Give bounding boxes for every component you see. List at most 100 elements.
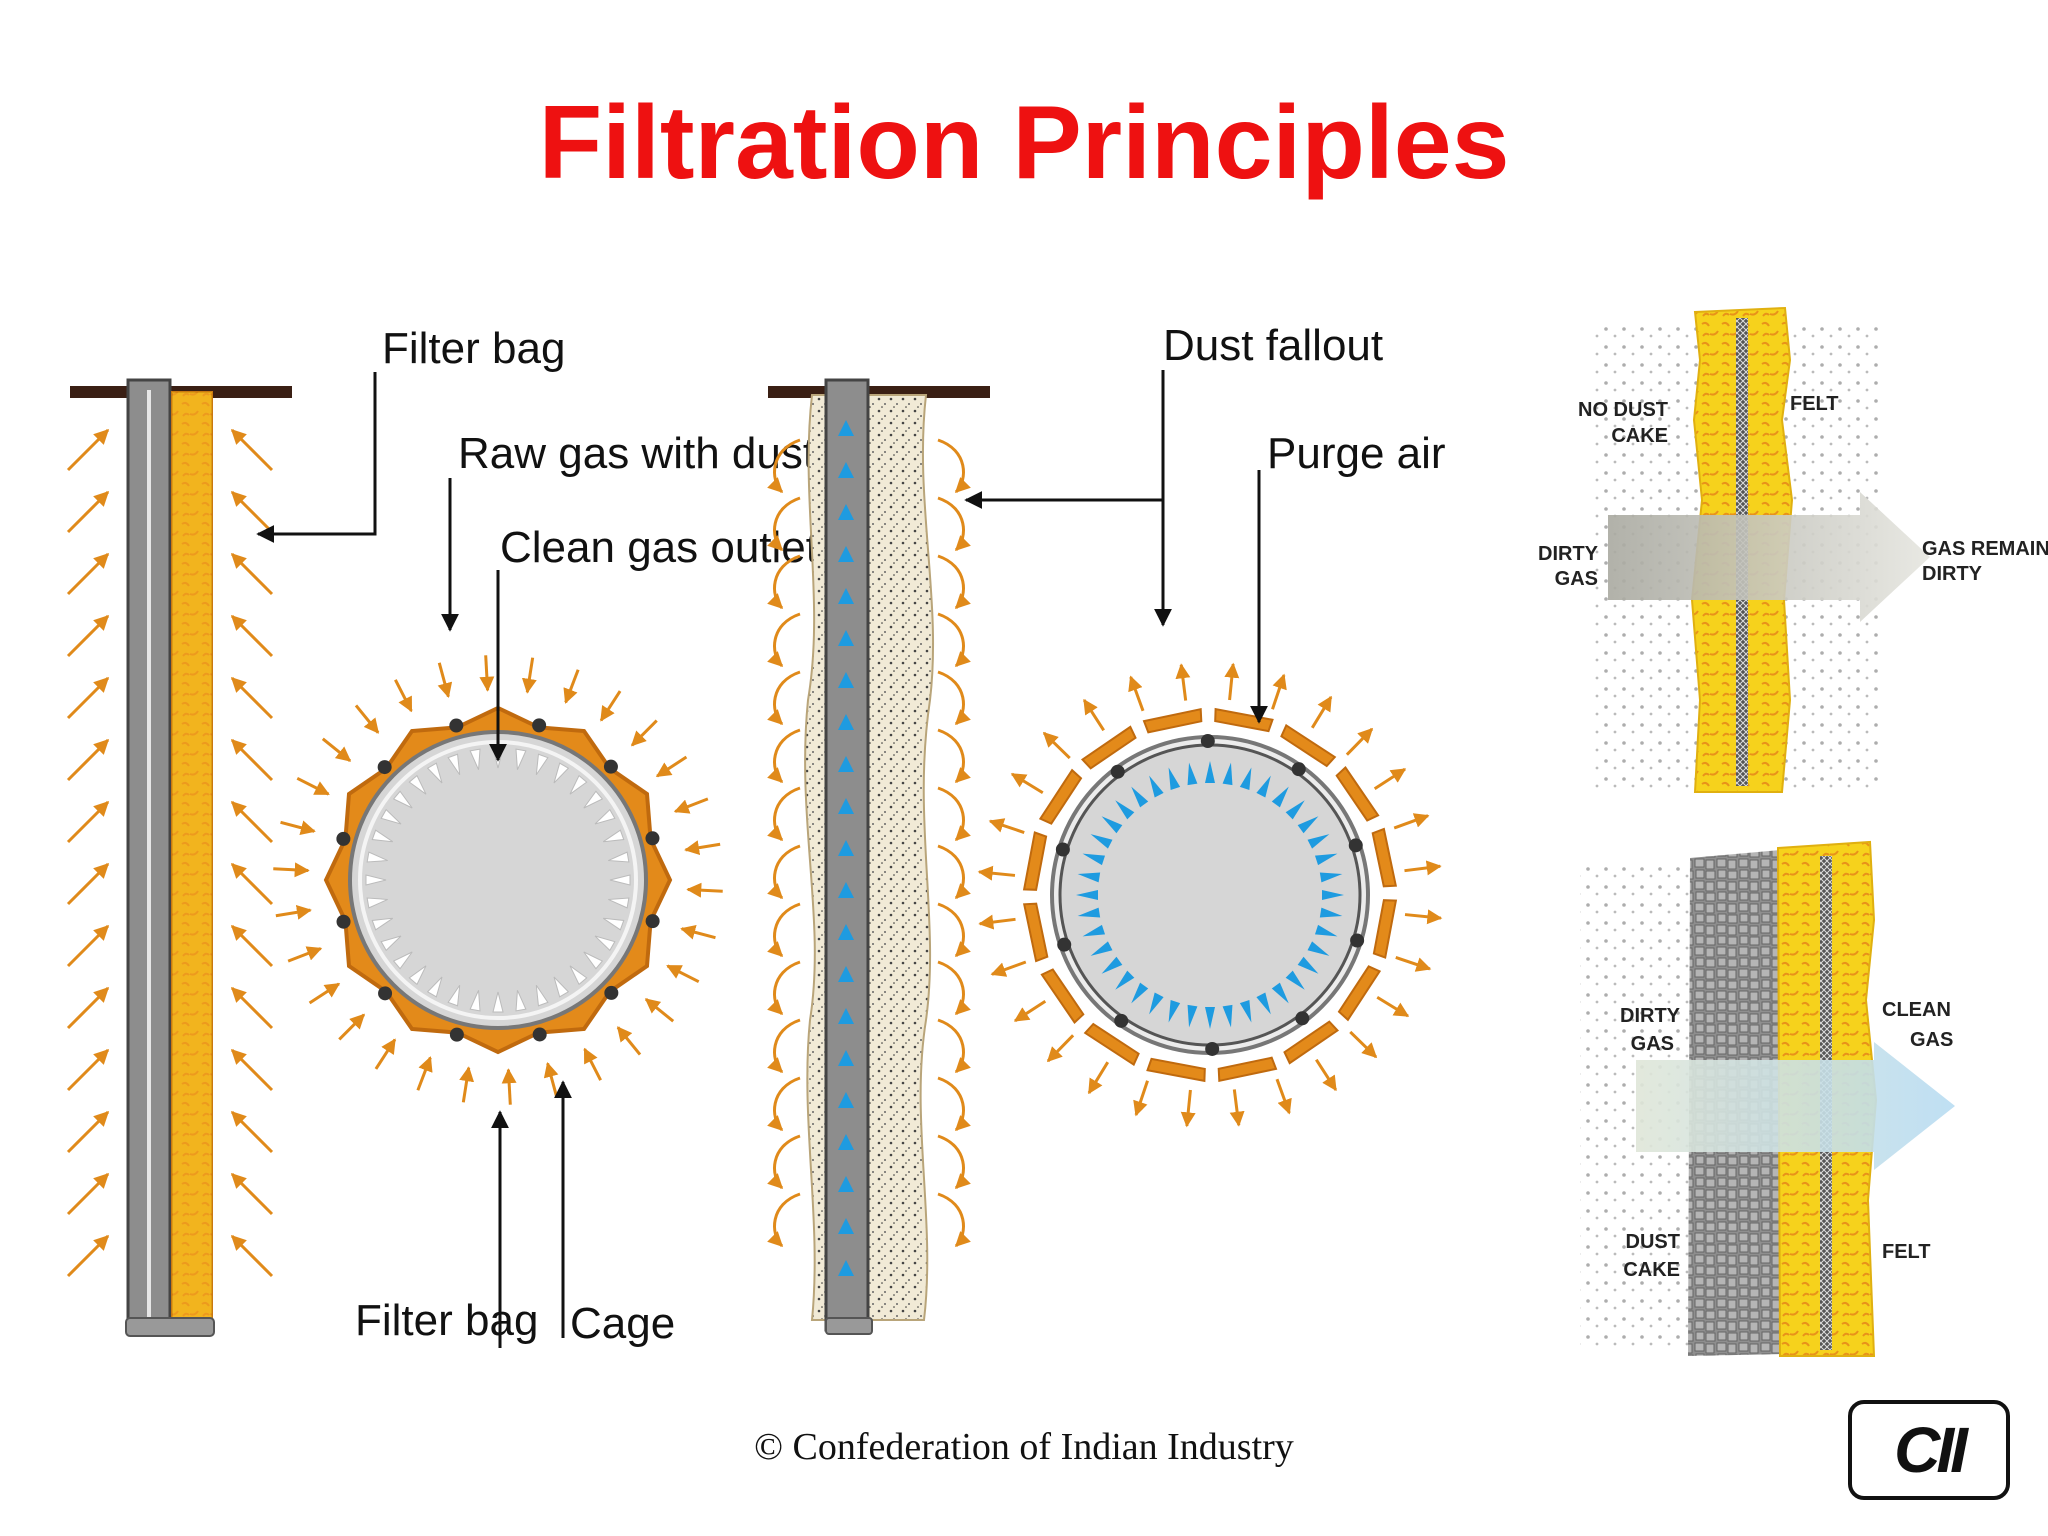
slide-title: Filtration Principles xyxy=(538,85,1510,201)
purge-arrowhead xyxy=(1239,767,1252,791)
clean-gas-arrowhead xyxy=(366,897,388,909)
clean-gas-arrowhead xyxy=(392,951,413,970)
dust-ejection-arrow xyxy=(988,818,1025,834)
gas-arrow xyxy=(230,1048,274,1092)
cage-wire xyxy=(377,760,392,775)
bag-segment xyxy=(1335,765,1380,822)
dust-ejection-arrow xyxy=(1271,673,1287,710)
gas-arrow xyxy=(230,676,274,720)
purge-arrowhead xyxy=(1077,872,1101,883)
gas-arrow xyxy=(230,552,274,596)
purge-arrowhead xyxy=(838,420,854,436)
gas-arrow xyxy=(230,738,274,782)
purge-arrowhead xyxy=(838,1092,854,1108)
bag-segment xyxy=(1038,768,1083,825)
fallout-arrow xyxy=(767,554,801,610)
raw-gas-arrow xyxy=(394,679,413,713)
raw-gas-arrow xyxy=(501,1068,517,1105)
raw-gas-outer-arrows xyxy=(273,655,723,1105)
purge-arrowhead xyxy=(838,1260,854,1276)
cage-wire xyxy=(1350,933,1365,948)
dust-ejection-arrow xyxy=(1042,731,1071,760)
raw-gas-arrow xyxy=(563,669,580,704)
label-gas-remains: GAS REMAINS xyxy=(1922,538,2048,560)
fallout-arrow xyxy=(767,960,801,1016)
fallout-arrow xyxy=(937,844,971,900)
clean-gas-arrowhead xyxy=(380,935,402,952)
dust-ejection-arrow xyxy=(1229,1089,1245,1127)
cage-wire xyxy=(645,831,660,846)
clean-gas-arrowhead xyxy=(447,753,461,776)
clean-gas-arrowhead xyxy=(609,874,631,886)
bag-segment xyxy=(1280,723,1337,768)
raw-gas-arrow xyxy=(521,657,537,694)
purge-arrowhead xyxy=(1314,853,1338,866)
gas-arrow xyxy=(66,924,110,968)
clean-gas-arrowhead xyxy=(408,774,427,795)
bag-segment xyxy=(1283,1020,1340,1065)
purge-arrowhead xyxy=(838,756,854,772)
clean-gas-arrowhead xyxy=(492,991,504,1013)
clean-gas-arrowhead xyxy=(602,917,625,931)
purge-arrowhead xyxy=(1187,762,1198,786)
cage-wire xyxy=(1205,1041,1220,1056)
bag-segment xyxy=(1142,707,1203,734)
label-dust-fallout: Dust fallout xyxy=(1163,321,1383,370)
dust-ejection-arrow xyxy=(1010,772,1044,795)
fallout-arrow xyxy=(937,1076,971,1132)
purge-arrowhead xyxy=(1168,999,1181,1023)
label-clean-gas-outlet: Clean gas outlet xyxy=(500,523,818,572)
cage-wires xyxy=(336,718,660,1042)
purge-air-arrows xyxy=(838,420,854,1276)
purge-arrowhead xyxy=(838,966,854,982)
cage-wire xyxy=(336,914,351,929)
fallout-arrow xyxy=(937,438,971,494)
purge-arrowhead xyxy=(1082,853,1106,866)
fallout-arrow xyxy=(937,1134,971,1190)
clean-gas-arrowhead xyxy=(408,965,427,986)
purge-arrowhead xyxy=(1131,786,1149,808)
purge-arrowhead xyxy=(1222,762,1233,786)
purge-arrowhead xyxy=(1307,941,1330,956)
label-clean: CLEAN xyxy=(1882,999,1951,1021)
purge-arrowhead xyxy=(838,882,854,898)
label-dirty: DIRTY xyxy=(1538,543,1599,565)
bag-segment xyxy=(1214,707,1274,733)
clean-gas-arrowhead xyxy=(569,774,588,795)
dust-ejection-arrow xyxy=(990,960,1027,977)
fallout-arrow xyxy=(767,786,801,842)
purge-arrowhead xyxy=(1297,816,1319,834)
raw-gas-arrow xyxy=(583,1047,602,1081)
purge-arrowhead xyxy=(838,924,854,940)
clean-gas-arrowhead xyxy=(426,976,443,998)
raw-gas-arrow xyxy=(673,797,709,814)
dust-ejection-arrows xyxy=(977,662,1443,1128)
clean-gas-arrowhead xyxy=(366,851,388,863)
gas-arrow xyxy=(230,490,274,534)
bag-segment xyxy=(1080,725,1137,770)
bag-segment xyxy=(1022,902,1049,963)
dust-ejection-arrow xyxy=(977,865,1016,881)
raw-gas-arrow xyxy=(644,998,675,1023)
gas-arrow xyxy=(230,862,274,906)
label-filter-bag-top: Filter bag xyxy=(382,324,565,373)
label-no-dust: NO DUST xyxy=(1578,399,1668,421)
dust-ejection-arrow xyxy=(1087,1061,1110,1095)
purge-arrowhead xyxy=(1285,800,1305,820)
dust-ejection-arrow xyxy=(1345,727,1374,756)
cage-wire xyxy=(532,1027,547,1042)
clean-gas-arrowhead xyxy=(553,976,570,998)
clean-gas-arrowhead xyxy=(371,829,394,843)
cage-wire xyxy=(1348,838,1363,853)
cage-wire xyxy=(1114,1013,1129,1028)
gas-arrow xyxy=(66,490,110,534)
clean-gas-arrowhead xyxy=(553,762,570,784)
no-dust-cake-panel: NO DUST CAKE FELT DIRTY GAS GAS REMAINS … xyxy=(1538,306,2048,793)
bag-bottom-cap-2 xyxy=(825,1317,873,1335)
raw-gas-arrow xyxy=(479,655,495,692)
fallout-arrow xyxy=(767,670,801,726)
raw-gas-arrow xyxy=(630,719,658,747)
purge-arrowhead xyxy=(838,1050,854,1066)
bag-segment xyxy=(1083,1022,1140,1067)
dust-ejection-arrow xyxy=(1393,813,1430,830)
